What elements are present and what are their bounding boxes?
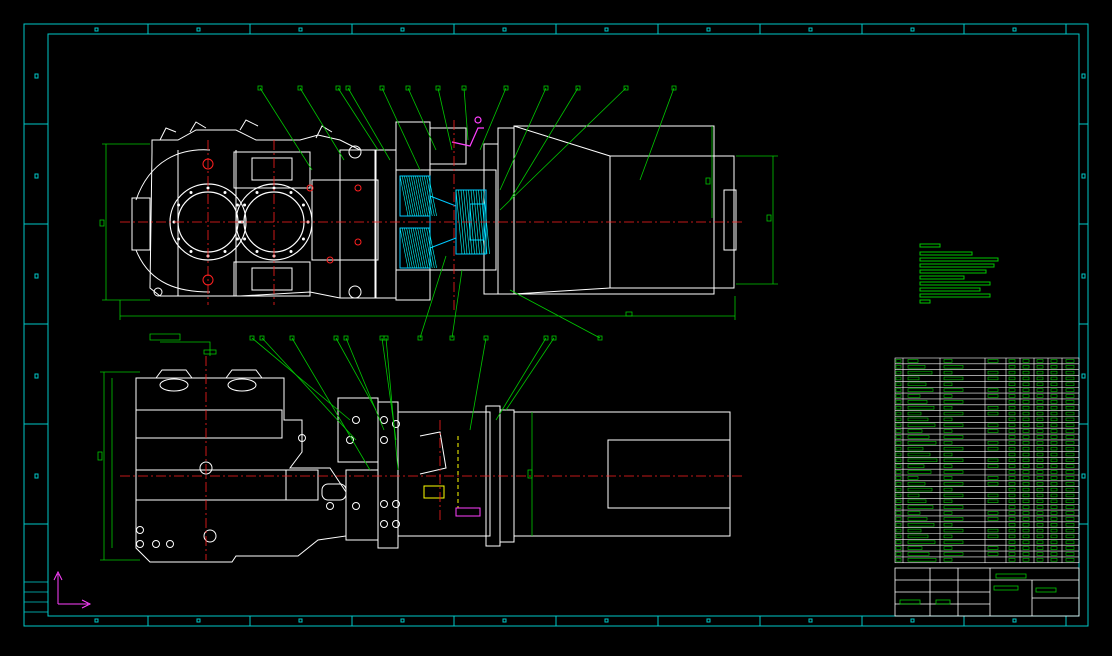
parts-list-table — [894, 357, 1080, 564]
bolt-circles — [172, 186, 310, 258]
title-block — [894, 567, 1080, 617]
front-view — [97, 333, 745, 563]
part-leaders-front — [249, 335, 557, 471]
front-bolts — [136, 416, 400, 548]
lifting-lugs — [153, 119, 362, 299]
front-hidden — [423, 436, 481, 517]
front-dimensions — [97, 333, 533, 561]
top-centerlines — [120, 120, 745, 310]
gearbox-elevation — [135, 369, 379, 563]
technical-notes — [919, 243, 999, 304]
flange-coupling — [375, 121, 515, 301]
frame-zone-ticks — [24, 24, 1088, 626]
left-margin-table — [23, 581, 49, 613]
front-centerlines — [120, 356, 745, 560]
accent-part — [451, 116, 484, 147]
ucs-axis-icon — [53, 570, 92, 609]
top-view — [99, 85, 778, 341]
motor-body — [513, 125, 737, 295]
section-hatch — [399, 175, 490, 269]
front-flange — [377, 401, 731, 549]
top-dimensions — [99, 126, 778, 320]
part-leaders-top — [257, 85, 677, 341]
